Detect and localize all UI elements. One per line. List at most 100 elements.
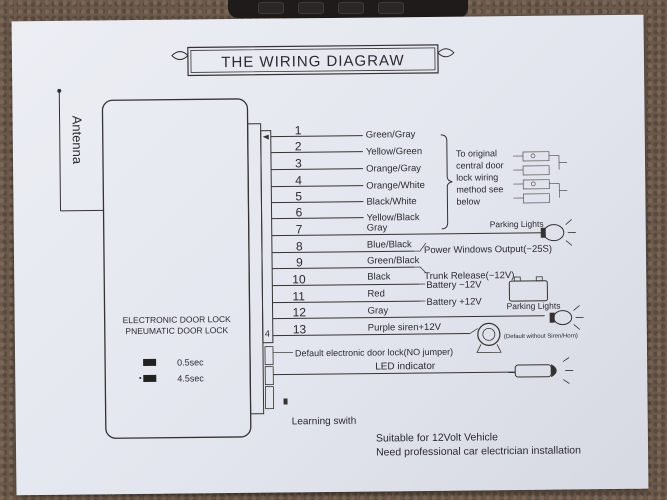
title-box <box>187 44 439 77</box>
antenna-label: Antenna <box>70 116 86 165</box>
jumper-default: Default electronic door lock(NO jumper) <box>273 347 453 359</box>
wire-color: Blue/Black <box>367 239 412 250</box>
wiring-diagram: THE WIRING DIAGRAW Antenna ELECTRONIC DO… <box>57 44 584 459</box>
jumper-icon <box>143 374 157 382</box>
wire-color: Orange/Gray <box>366 163 421 175</box>
bracket-note-line: method see <box>456 184 503 194</box>
wiring-diagram-sheet: THE WIRING DIAGRAW Antenna ELECTRONIC DO… <box>11 14 649 496</box>
battery-minus-label: Battery −12V <box>426 279 482 291</box>
antenna-wire <box>58 90 62 211</box>
parking-lights-label: Parking Lights <box>506 301 560 312</box>
wire-color: Black <box>367 271 391 282</box>
wire-row-7: 7 Gray <box>271 222 544 236</box>
siren-icon <box>477 322 501 346</box>
wire-color: Yellow/Black <box>367 212 420 224</box>
wire-color: Gray <box>368 305 389 316</box>
door-lock-bracket: To original central door lock wiring met… <box>440 134 568 230</box>
control-module: ELECTRONIC DOOR LOCK PNEUMATIC DOOR LOCK… <box>101 98 288 439</box>
connector-pin13-marker: 4 <box>265 329 270 339</box>
wire-color: Gray <box>367 222 388 233</box>
timing-label-4-5: 4.5sec <box>177 373 204 383</box>
bracket-note-line: lock wiring <box>456 172 498 182</box>
wire-number: 10 <box>292 272 306 286</box>
jumper-connector <box>264 346 274 366</box>
timing-jumper-0-5: 0.5sec <box>143 357 204 368</box>
wire-row-1: 1 Green/Gray <box>270 123 416 141</box>
led-connector <box>264 366 274 386</box>
trunk-release-output: Trunk Release(−12V) <box>414 266 515 282</box>
lamp-bulb-icon <box>553 310 573 326</box>
antenna-tip <box>57 88 62 93</box>
wire-row-6: 6 Yellow/Black <box>271 205 420 224</box>
power-windows-label: Power Windows Output(−25S) <box>424 244 552 256</box>
relay-wiring-sketch-icon <box>512 151 568 204</box>
wire-number: 12 <box>293 305 307 319</box>
jumper-icon <box>143 358 157 366</box>
siren-stand-icon <box>476 344 502 353</box>
remote-device-edge <box>228 0 468 18</box>
wire-number: 5 <box>295 189 302 203</box>
footer-line-2: Need professional car electrician instal… <box>376 444 581 458</box>
wire-number: 4 <box>295 173 302 187</box>
wire-row-2: 2 Yellow/Green <box>270 139 422 158</box>
connector-pin1-marker-icon <box>262 134 269 140</box>
wire-color: Yellow/Green <box>366 146 422 158</box>
led-housing-icon <box>514 364 552 378</box>
led-rays-icon <box>562 357 574 384</box>
wire-number: 11 <box>292 289 305 303</box>
wire-number: 7 <box>296 222 303 236</box>
wire-number: 13 <box>293 322 307 336</box>
parking-lights-2: Parking Lights <box>506 301 584 330</box>
wire-number: 9 <box>296 255 303 269</box>
wire-number: 1 <box>295 123 302 137</box>
wire-row-11: 11 Red <box>272 288 420 303</box>
learning-switch-button-icon <box>283 398 288 405</box>
battery-terminal-icon <box>513 276 521 282</box>
wire-color: Green/Gray <box>366 129 416 141</box>
battery-plus-label: Battery +12V <box>426 296 482 308</box>
wire-row-5: 5 Black/White <box>271 189 417 208</box>
learning-switch-connector <box>264 386 275 410</box>
title-banner: THE WIRING DIAGRAW <box>171 44 455 77</box>
lamp-base-icon <box>549 312 555 323</box>
device-button <box>378 2 404 14</box>
timing-label-0-5: 0.5sec <box>177 357 204 367</box>
device-button <box>298 2 324 14</box>
harness-connector-plug <box>260 130 274 344</box>
wire-row-12: 12 Gray <box>272 305 545 319</box>
footer-line-1: Suitable for 12Volt Vehicle <box>376 431 498 444</box>
siren: (Default without Siren/Horn) <box>469 322 578 353</box>
wire-color: Orange/White <box>366 180 425 192</box>
led-indicator-label: LED indicator <box>375 361 436 373</box>
lamp-base-icon <box>540 227 546 238</box>
title-box-inner <box>190 47 436 73</box>
bracket-note-line: To original <box>456 148 497 158</box>
wire-row-4: 4 Orange/White <box>271 173 425 192</box>
wire-color: Red <box>367 288 385 299</box>
wire-number: 8 <box>296 239 303 253</box>
module-label-line1: ELECTRONIC DOOR LOCK <box>123 314 232 325</box>
wire-number: 3 <box>295 156 302 170</box>
wire-rows: 1 Green/Gray 2 Yellow/Green 3 Orange/Gra… <box>270 123 545 336</box>
battery: Battery −12V Battery +12V <box>419 276 548 308</box>
bracket-note-line: central door <box>456 160 504 170</box>
led-indicator: LED indicator <box>273 357 574 384</box>
lamp-rays-icon <box>565 219 576 246</box>
banner-scroll-left <box>171 51 189 61</box>
lamp-rays-icon <box>573 305 584 330</box>
battery-icon <box>508 280 548 302</box>
wire-color: Green/Black <box>367 255 420 267</box>
module-label-line2: PNEUMATIC DOOR LOCK <box>125 325 228 336</box>
parking-lights-1: Parking Lights <box>490 219 576 246</box>
jumper-default-label: Default electronic door lock(NO jumper) <box>295 347 453 359</box>
wire-number: 2 <box>295 139 302 153</box>
timing-jumper-4-5: 4.5sec <box>139 373 204 384</box>
wire-row-10: 10 Black <box>272 271 420 286</box>
device-button <box>258 2 284 14</box>
module-box <box>101 98 252 439</box>
lamp-bulb-icon <box>543 224 565 242</box>
diagram-title: THE WIRING DIAGRAW <box>221 52 404 71</box>
bracket-icon <box>440 134 453 230</box>
power-window-output: Power Windows Output(−25S) <box>413 242 552 256</box>
wire-color: Purple siren+12V <box>368 322 442 334</box>
